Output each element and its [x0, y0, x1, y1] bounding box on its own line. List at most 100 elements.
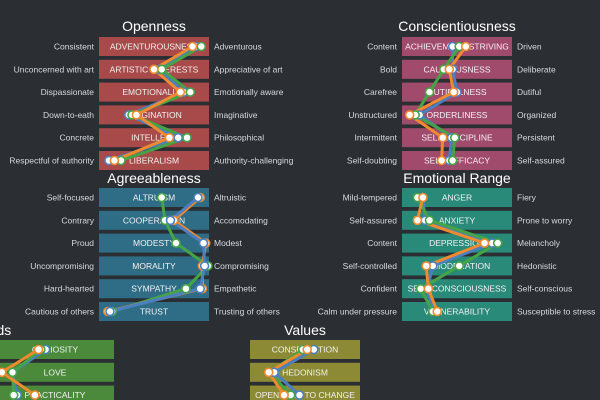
trait-high-label: Imaginative — [214, 110, 258, 120]
series-point — [165, 215, 176, 226]
trait-low-label: Bold — [380, 64, 397, 74]
series-point — [156, 192, 167, 203]
trait-bar-label: MODESTY — [133, 238, 175, 248]
trait-high-label: Self-conscious — [517, 284, 572, 294]
series-point — [8, 390, 19, 400]
series-point — [418, 192, 428, 203]
trait-high-label: Persistent — [517, 133, 555, 143]
trait-high-label: Deliberate — [517, 64, 556, 74]
panel-title: eds — [0, 322, 11, 338]
series-point — [436, 155, 447, 166]
series-point — [460, 41, 471, 52]
series-point — [198, 238, 209, 248]
trait-high-label: Self-assured — [517, 156, 565, 166]
trait-low-label: Proud — [71, 238, 94, 248]
trait-low-label: Calm under pressure — [318, 307, 398, 317]
trait-bar-label: ALTRUISM — [133, 193, 175, 203]
trait-high-label: Organized — [517, 110, 556, 120]
series-point — [412, 215, 423, 226]
trait-low-label: Hard-hearted — [44, 284, 94, 294]
panel-title: Values — [284, 322, 326, 338]
trait-high-label: Prone to worry — [517, 215, 573, 225]
series-point — [444, 64, 455, 75]
panel-title: Conscientiousness — [398, 18, 516, 34]
trait-low-label: Mild-tempered — [343, 193, 398, 203]
series-point — [432, 306, 443, 317]
series-point — [173, 132, 183, 143]
trait-high-label: Susceptible to stress — [517, 307, 595, 317]
trait-high-label: Adventurous — [214, 42, 262, 52]
trait-bar-label: LOVE — [44, 367, 67, 377]
trait-bar — [250, 385, 360, 400]
series-point — [415, 283, 426, 294]
trait-high-label: Melancholy — [517, 238, 561, 248]
trait-high-label: Appreciative of art — [214, 64, 283, 74]
trait-high-label: Trusting of others — [214, 307, 280, 317]
series-point — [423, 283, 434, 294]
trait-low-label: Dispassionate — [41, 87, 95, 97]
trait-high-label: Compromising — [214, 261, 269, 271]
trait-bar-label: CURIOSITY — [32, 345, 79, 355]
panel-title: Emotional Range — [403, 170, 511, 186]
trait-low-label: Concrete — [60, 133, 95, 143]
trait-bar-label: VULNERABILITY — [424, 307, 490, 317]
series-point — [447, 155, 458, 166]
trait-high-label: Accomodating — [214, 215, 268, 225]
series-point — [199, 261, 210, 271]
trait-bar-label: PRACTICALITY — [25, 390, 86, 400]
series-point — [263, 367, 274, 378]
trait-bar-label: ORDERLINESS — [427, 110, 488, 120]
trait-bar-label: SELF-CONSCIOUSNESS — [408, 284, 507, 294]
series-point — [437, 132, 448, 143]
series-point — [131, 110, 142, 120]
series-point — [449, 132, 460, 143]
trait-low-label: Unstructured — [348, 110, 397, 120]
series-point — [404, 110, 415, 120]
series-point — [479, 238, 490, 248]
trait-bar — [99, 256, 209, 276]
trait-high-label: Fiery — [517, 193, 537, 203]
trait-bar-label: COOPERATION — [123, 215, 185, 225]
trait-low-label: Contrary — [61, 215, 94, 225]
series-point — [149, 64, 159, 75]
trait-low-label: Unconcerned with art — [14, 64, 95, 74]
series-point — [492, 238, 503, 248]
trait-bar-label: ANGER — [442, 193, 472, 203]
series-point — [193, 192, 203, 203]
trait-low-label: Self-assured — [349, 215, 397, 225]
trait-bar-label: DEPRESSION — [429, 238, 485, 248]
trait-bar — [99, 128, 209, 148]
trait-bar-label: ANXIETY — [439, 215, 476, 225]
series-point — [424, 215, 435, 226]
panel-title: Agreeableness — [107, 170, 200, 186]
trait-low-label: Down-to-eath — [43, 110, 94, 120]
series-point — [187, 41, 198, 52]
trait-high-label: Modest — [214, 238, 243, 248]
trait-low-label: Self-focused — [47, 193, 95, 203]
series-point — [185, 87, 196, 97]
trait-bar-label: TRUST — [140, 307, 168, 317]
series-point — [105, 306, 115, 317]
trait-bar-label: LIBERALISM — [129, 156, 179, 166]
trait-bar — [402, 188, 512, 207]
series-point — [302, 344, 313, 355]
series-point — [421, 261, 432, 271]
series-point — [454, 261, 465, 271]
trait-low-label: Consistent — [54, 42, 95, 52]
series-point — [196, 41, 207, 52]
trait-bar-label: EMOTIONALITY — [122, 87, 186, 97]
trait-bar — [99, 105, 209, 125]
series-point — [109, 155, 120, 166]
trait-bar-label: HEDONISM — [282, 367, 328, 377]
trait-high-label: Driven — [517, 42, 542, 52]
trait-bar-label: MORALITY — [132, 261, 176, 271]
trait-high-label: Hedonistic — [517, 261, 557, 271]
trait-bar-label: INTELLECT — [131, 133, 177, 143]
trait-bar — [0, 362, 114, 382]
trait-low-label: Content — [367, 238, 397, 248]
trait-low-label: Self-controlled — [343, 261, 398, 271]
series-point — [7, 367, 18, 378]
series-point — [448, 87, 459, 97]
